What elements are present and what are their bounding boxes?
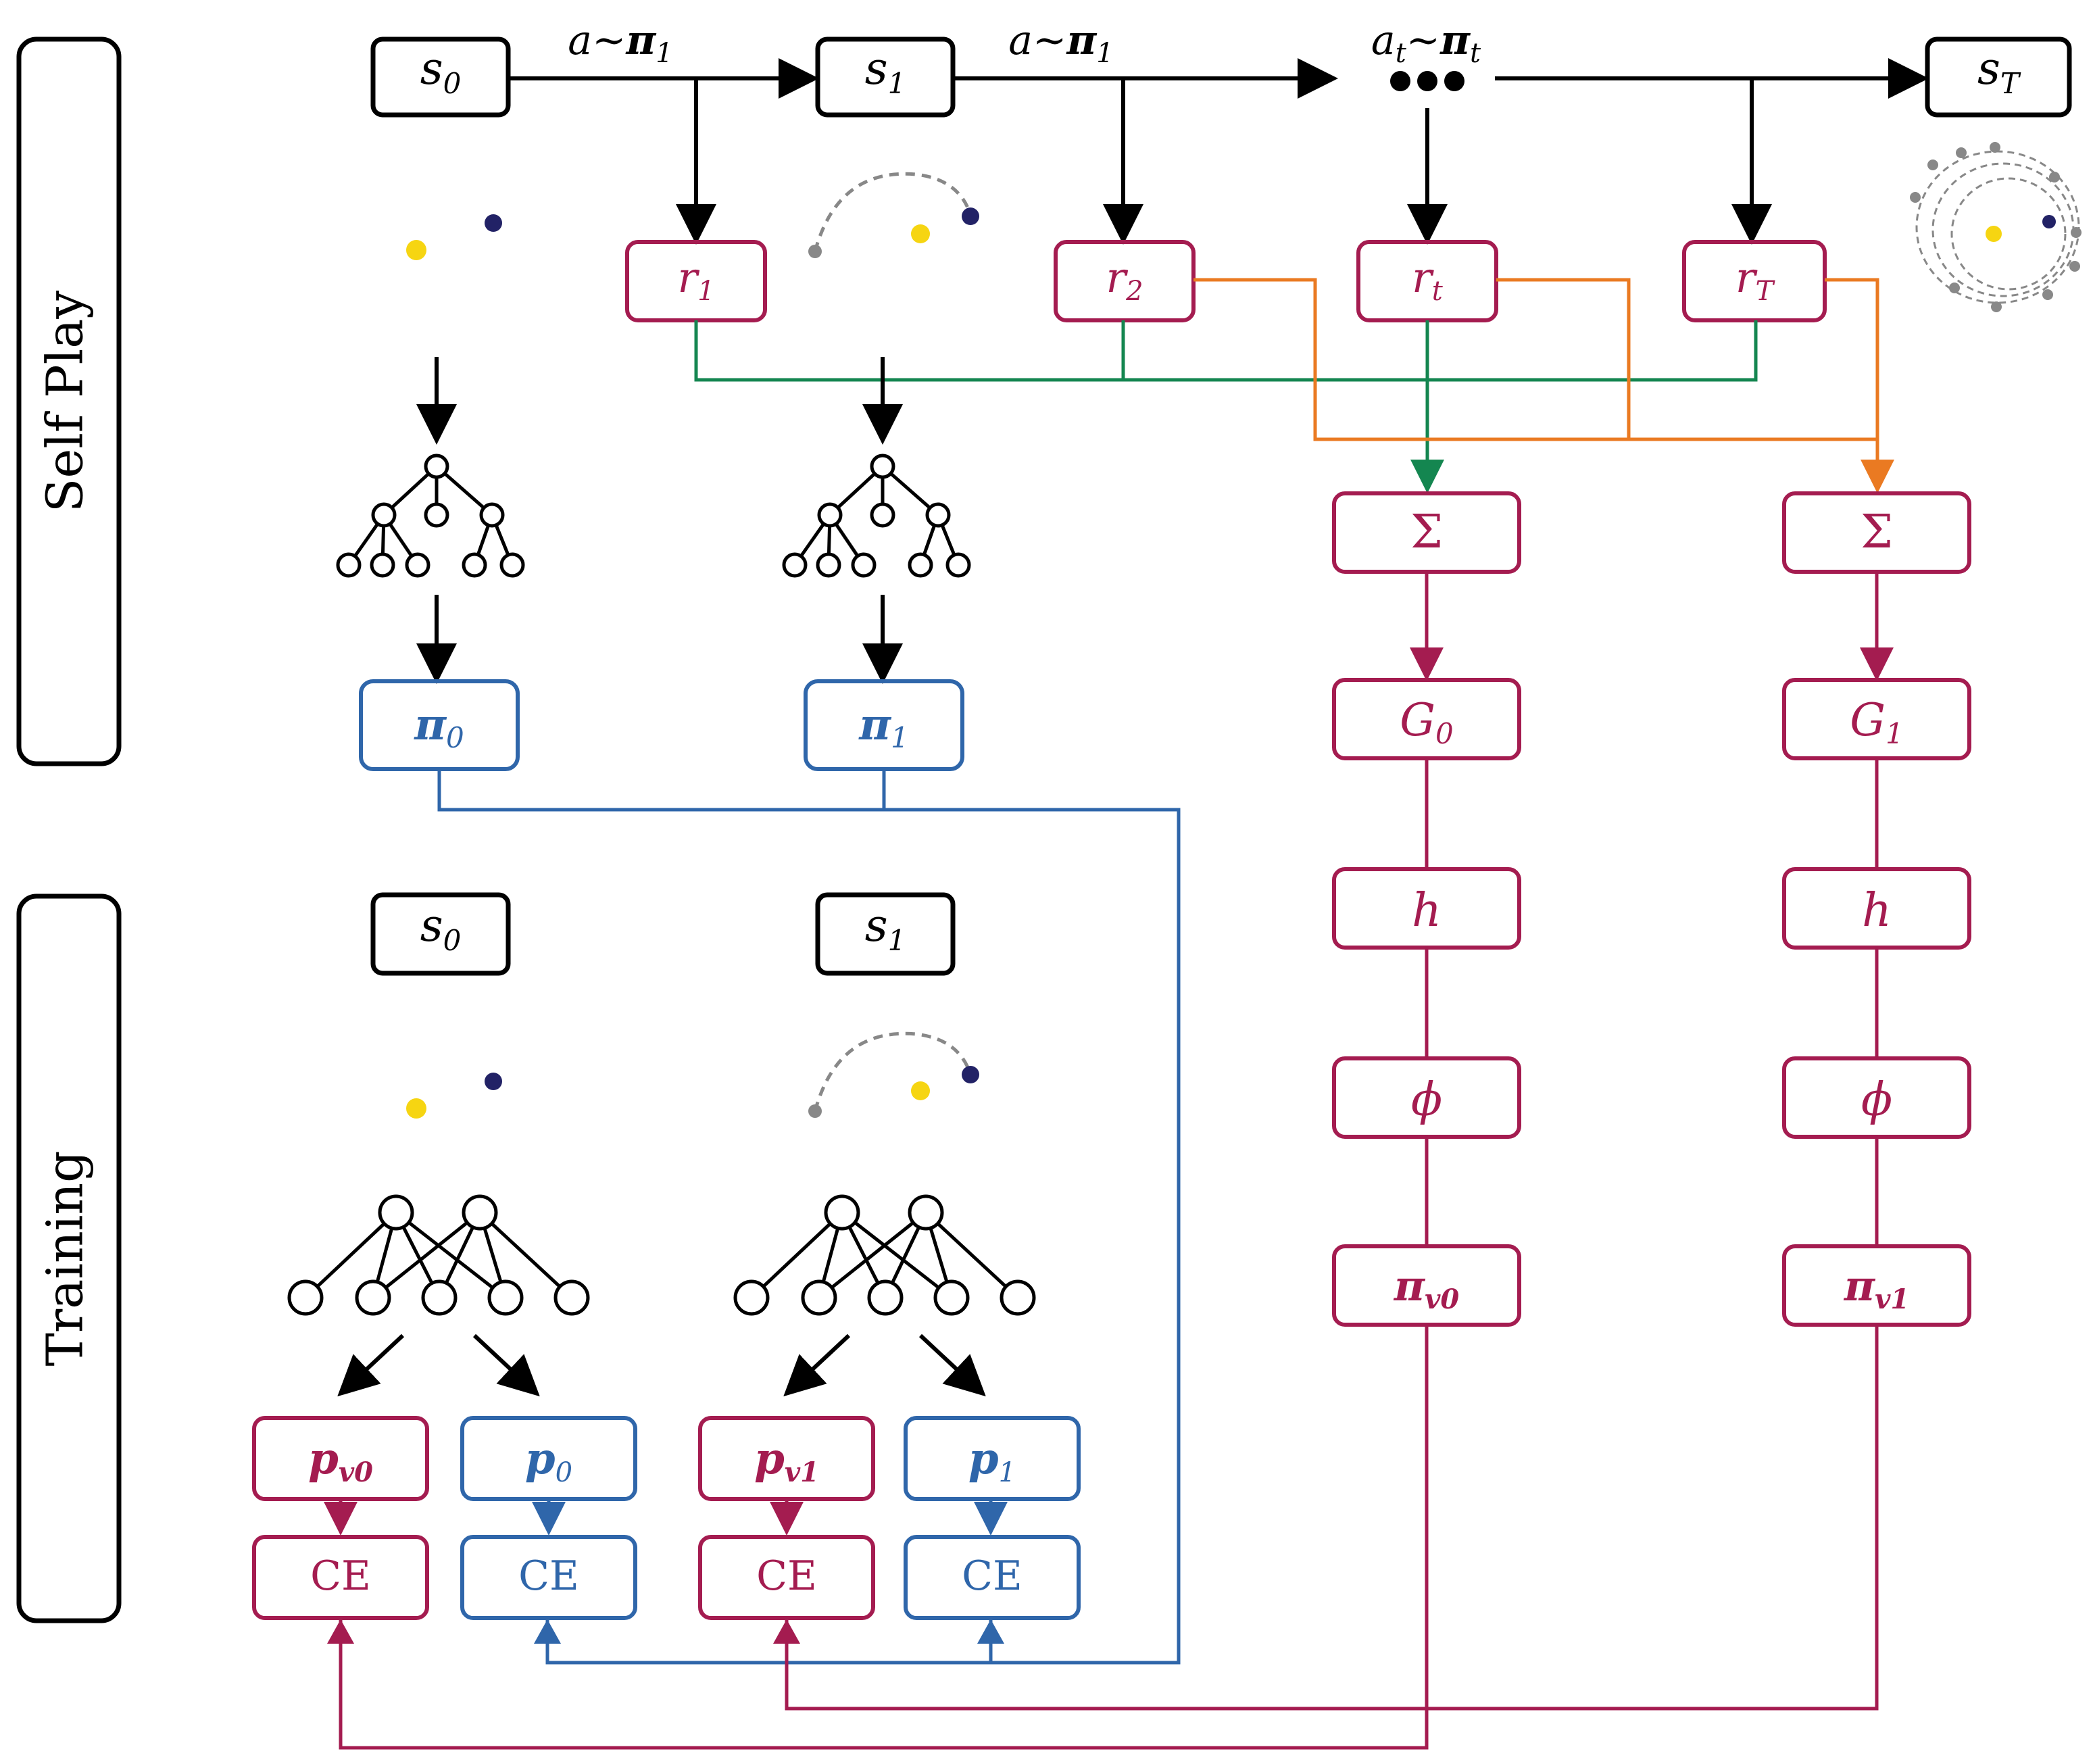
svg-text:h: h: [1862, 884, 1892, 937]
train-orbit-illustration-s0: [406, 1073, 502, 1119]
svg-text:Σ: Σ: [1861, 506, 1893, 559]
svg-text:r1: r1: [677, 253, 714, 307]
svg-text:CE: CE: [310, 1552, 371, 1600]
orbit-illustration-s1: [808, 172, 979, 258]
self-play-label: Self Play: [36, 291, 94, 513]
svg-text:rT: rT: [1735, 253, 1776, 307]
prediction-box-p0: p0: [460, 1416, 637, 1536]
train-state-box-s0: s0: [370, 892, 511, 976]
green-sum-connector: [694, 320, 1758, 493]
svg-text:s1: s1: [865, 900, 906, 957]
value-chain-0: Σ G0 h ϕ πv0: [1332, 491, 1521, 1327]
training-section: Training: [16, 893, 122, 1623]
svg-text:rt: rt: [1412, 253, 1444, 307]
prediction-box-pv1: pv1: [698, 1416, 875, 1536]
svg-text:π1: π1: [858, 700, 909, 754]
svg-text:p1: p1: [968, 1434, 1016, 1488]
state-box-sT: sT: [1925, 36, 2072, 118]
training-label: Training: [36, 1151, 94, 1367]
search-tree-icon-1: [782, 357, 971, 684]
policy-box-pi1: π1: [804, 679, 964, 771]
reward-box-r2: r2: [1054, 240, 1196, 322]
prediction-box-p1: p1: [904, 1416, 1081, 1536]
svg-text:CE: CE: [518, 1552, 579, 1600]
train-orbit-illustration-s1: [808, 1031, 979, 1118]
reward-box-r1: r1: [625, 240, 767, 322]
svg-text:pv0: pv0: [308, 1434, 373, 1488]
svg-text:G1: G1: [1850, 694, 1903, 750]
svg-text:sT: sT: [1977, 43, 2021, 100]
policy-box-pi0: π0: [359, 679, 520, 771]
self-play-section: Self Play: [16, 36, 122, 766]
ellipsis-icon: [1390, 71, 1464, 91]
prediction-box-pv0: pv0: [252, 1416, 429, 1536]
action-label-2: a~π1: [1008, 17, 1113, 69]
orbit-illustration-s0: [406, 214, 502, 260]
svg-text:Σ: Σ: [1410, 506, 1443, 559]
svg-text:ϕ: ϕ: [1411, 1073, 1442, 1127]
svg-text:h: h: [1412, 884, 1442, 937]
state-box-s0: s0: [370, 36, 511, 118]
loss-box-ce-pv1: CE: [698, 1535, 875, 1620]
svg-text:πv0: πv0: [1394, 1261, 1460, 1315]
svg-text:π0: π0: [414, 700, 464, 754]
reward-box-rt: rt: [1356, 240, 1498, 322]
svg-text:s0: s0: [420, 43, 462, 100]
reward-box-rT: rT: [1682, 240, 1827, 322]
loss-box-ce-p0: CE: [460, 1535, 637, 1620]
orbit-illustration-sT: [1910, 142, 2082, 312]
blue-policy-target-connector: [437, 769, 1181, 1665]
svg-text:G0: G0: [1400, 694, 1453, 750]
orange-sum-connector: [1193, 278, 1894, 493]
svg-text:CE: CE: [756, 1552, 817, 1600]
svg-text:s1: s1: [865, 43, 906, 100]
svg-text:pv1: pv1: [754, 1434, 819, 1488]
svg-text:ϕ: ϕ: [1861, 1073, 1892, 1127]
search-tree-icon-0: [336, 357, 525, 684]
loss-box-ce-pv0: CE: [252, 1535, 429, 1620]
loss-box-ce-p1: CE: [904, 1535, 1081, 1620]
value-chain-1: Σ G1 h ϕ πv1: [1782, 491, 1971, 1327]
crimson-value-target-connector: [327, 1325, 1879, 1750]
svg-text:πv1: πv1: [1844, 1261, 1909, 1315]
neural-network-icon-0: [287, 1194, 590, 1397]
train-state-box-s1: s1: [815, 892, 956, 976]
action-label-1: a~π1: [568, 17, 672, 69]
svg-text:CE: CE: [962, 1552, 1023, 1600]
neural-network-icon-1: [733, 1194, 1036, 1397]
action-label-t: at~πt: [1371, 17, 1481, 69]
svg-text:p0: p0: [525, 1434, 572, 1488]
svg-text:r2: r2: [1106, 253, 1143, 307]
state-box-s1: s1: [815, 36, 956, 118]
svg-text:s0: s0: [420, 900, 462, 957]
